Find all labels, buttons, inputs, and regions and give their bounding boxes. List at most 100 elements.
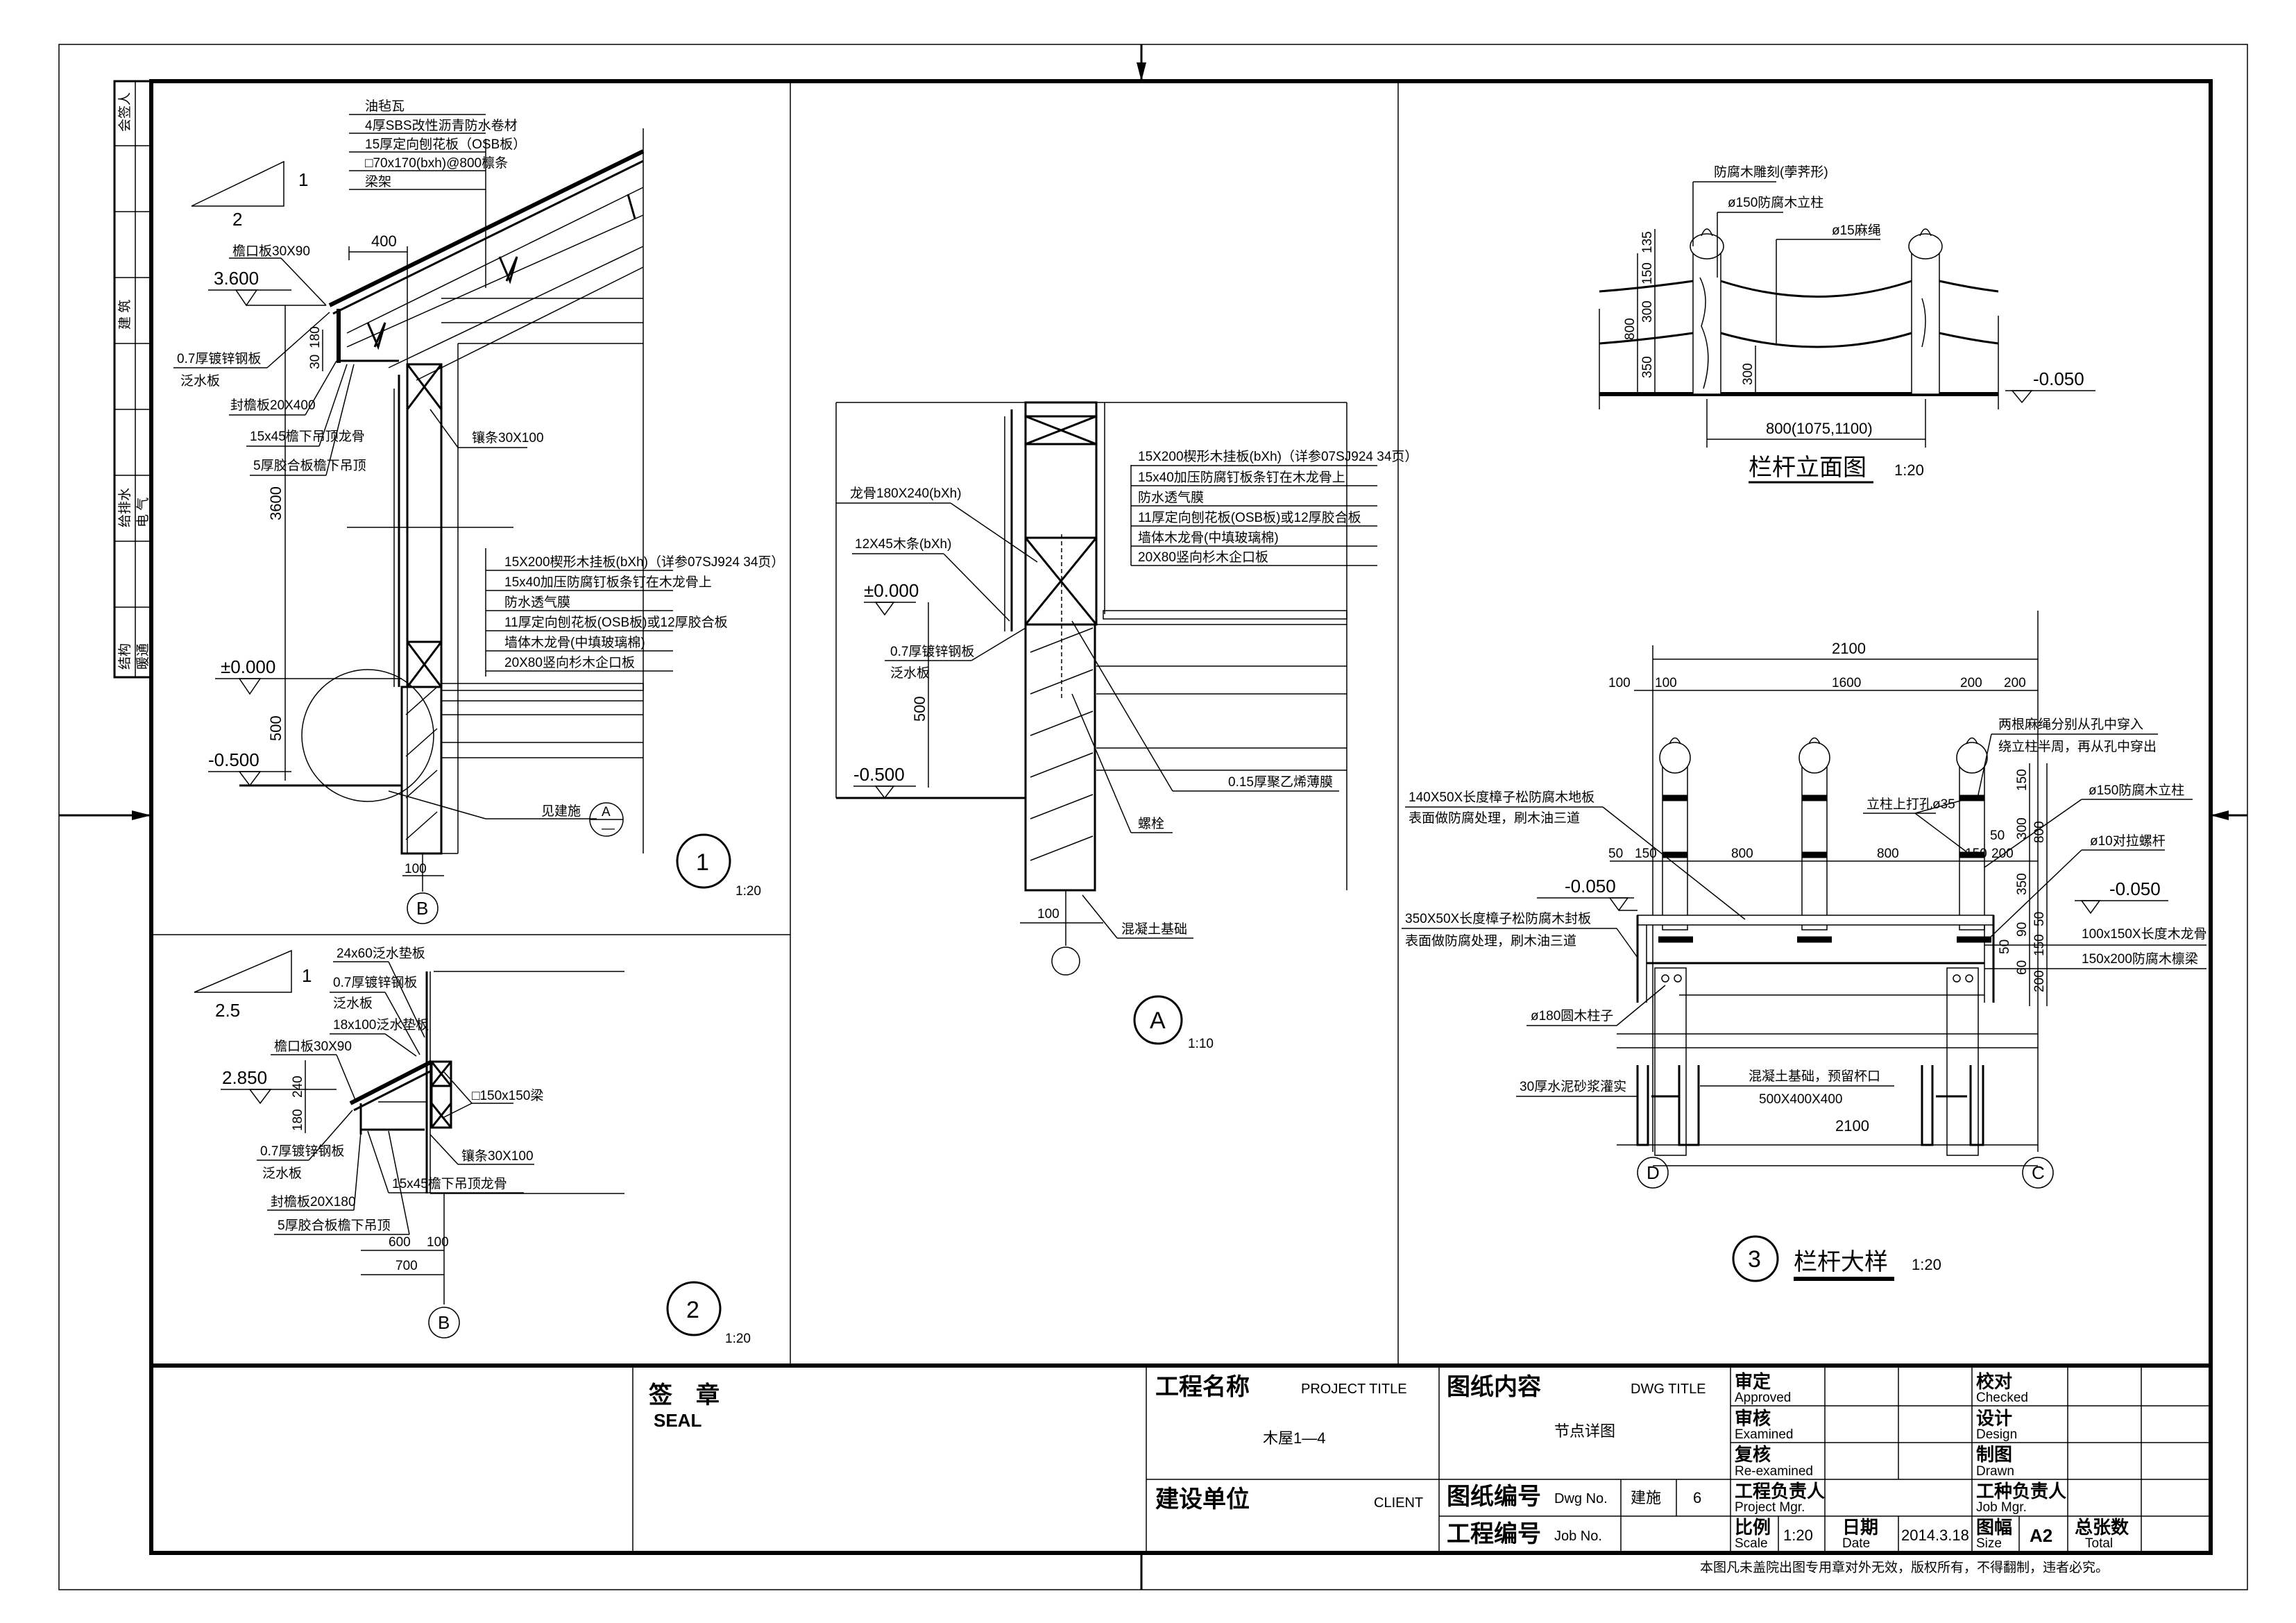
view-scale: 1:20: [1894, 461, 1924, 479]
job-number-label-en: Job No.: [1554, 1529, 1602, 1544]
axis-bubble-b: [407, 892, 439, 924]
detail-scale: 1:10: [1188, 1037, 1214, 1051]
roof-layer: 15厚定向刨花板（OSB板）: [365, 137, 526, 152]
detail-number: 2: [686, 1297, 699, 1323]
size-value: A2: [2030, 1525, 2052, 1546]
rope-note: 两根麻绳分别从孔中穿入: [1998, 717, 2143, 732]
detail-number-circle: [676, 833, 731, 889]
roof-layer: 油毡瓦: [365, 99, 405, 114]
drawing-number-value: 6: [1693, 1489, 1701, 1506]
detail-3-railing-detail: 2100 100 100 1600 200 200 2100 50: [1402, 611, 2207, 1282]
slope-triangle: [191, 160, 284, 207]
elevation-zero: ±0.000: [221, 656, 275, 677]
dim-total: 2100: [1835, 1117, 1869, 1135]
dim-total: 2100: [1832, 640, 1866, 657]
flashing-label: 0.7厚镀锌钢板: [890, 644, 974, 659]
detail-number-circle: [1732, 1235, 1779, 1282]
dim-mid: 800: [1877, 847, 1899, 861]
dim-right: 50: [1998, 940, 2012, 954]
dim-180: 180: [308, 326, 323, 348]
date-label: 日期: [1842, 1517, 1878, 1538]
dim-top: 100: [1655, 676, 1677, 690]
detail-2-canopy-section: 1 2.5 24x60泛水垫板 0.7厚镀锌钢板 泛水板 18x100泛水垫板 …: [194, 946, 751, 1346]
size-label: 图幅: [1976, 1517, 2012, 1538]
wall-layer-callout: 15X200楔形木挂板(bXh)（详参07SJ924 34页） 15x40加压防…: [1130, 449, 1418, 566]
joist-label: 100x150X长度木龙骨: [2082, 926, 2207, 942]
soffit-joist-label: 15x45檐下吊顶龙骨: [250, 429, 365, 444]
axis-label: B: [416, 898, 428, 919]
fascia-note: 表面做防腐处理，刷木油三道: [1405, 933, 1576, 949]
drawing-number-prefix: 建施: [1631, 1489, 1661, 1506]
dim-mid: 50: [1608, 847, 1623, 861]
deck-board: [1637, 915, 1994, 926]
approved-label: 审定: [1735, 1371, 1771, 1392]
railing-post: [1798, 737, 1830, 931]
dim-top: 200: [1960, 676, 1982, 690]
railing-post: [1690, 228, 1724, 395]
pad-label: 24x60泛水垫板: [337, 946, 425, 961]
dim-vertical: 350: [1640, 356, 1655, 378]
detail-scale: 1:20: [725, 1332, 751, 1346]
dim-300: 300: [1741, 363, 1755, 385]
detail-number: 3: [1748, 1246, 1761, 1273]
job-manager-label: 工种负责人: [1976, 1481, 2066, 1502]
foundation-label: 混凝土基础: [1121, 921, 1187, 937]
dim-500: 500: [911, 696, 928, 722]
examined-label: 审核: [1735, 1408, 1771, 1429]
dim-right: 50: [2032, 912, 2047, 926]
strip-label: 建 筑: [117, 300, 133, 330]
slope-rise: 1: [298, 169, 308, 190]
dim-600: 600: [389, 1235, 411, 1250]
dim-right: 150: [2015, 769, 2030, 791]
dim-mid: 800: [1731, 847, 1753, 861]
checked-label-en: Checked: [1976, 1391, 2028, 1405]
dim-100: 100: [1037, 907, 1060, 921]
rope-note: 绕立柱半周，再从孔中穿出: [1998, 739, 2157, 754]
dim-top: 1600: [1832, 676, 1861, 690]
detail-number: A: [1150, 1008, 1166, 1034]
dim-mid: 200: [1991, 847, 2014, 861]
drawn-label: 制图: [1976, 1444, 2012, 1465]
drawing-title-value: 节点详图: [1554, 1422, 1615, 1440]
wall-layer: 11厚定向刨花板(OSB板)或12厚胶合板: [1138, 510, 1361, 525]
pad-label: 18x100泛水垫板: [333, 1017, 429, 1033]
eave-board-label: 檐口板30X90: [274, 1039, 352, 1054]
bolt-label: 螺栓: [1138, 816, 1164, 831]
detail-1-eave-section: 1 2 油毡瓦 4厚SBS改性沥青防水卷材 15厚定向刨花板（OSB板） □70…: [173, 99, 784, 924]
strip-label: 会签人: [117, 92, 133, 132]
railing-post: [1908, 228, 1943, 395]
flashing-label: 0.7厚镀锌钢板: [260, 1144, 344, 1159]
wall-layer: 防水透气膜: [1138, 490, 1204, 505]
reexamined-label-en: Re-examined: [1735, 1464, 1813, 1479]
roof-layer-callout: 油毡瓦 4厚SBS改性沥青防水卷材 15厚定向刨花板（OSB板） □70x170…: [349, 99, 526, 288]
checked-label: 校对: [1976, 1371, 2012, 1392]
reference-sheet: —: [602, 822, 615, 836]
date-value: 2014.3.18: [1901, 1527, 1969, 1544]
strip-label: 给排水: [117, 488, 133, 527]
dim-400: 400: [371, 232, 397, 250]
wall-layer: 15X200楔形木挂板(bXh)（详参07SJ924 34页）: [1138, 449, 1418, 464]
beam-label: 150x200防腐木檩梁: [2082, 951, 2198, 967]
reference-letter: A: [602, 805, 611, 819]
copyright-notice: 本图凡未盖院出图专用章对外无效，版权所有，不得翻制，违者必究。: [1700, 1560, 2109, 1575]
project-title-label: 工程名称: [1155, 1374, 1250, 1400]
total-label-en: Total: [2085, 1536, 2113, 1551]
dim-top: 200: [2004, 676, 2026, 690]
dim-500: 500: [267, 715, 284, 741]
fascia-label: 封檐板20X400: [230, 398, 316, 413]
project-manager-label-en: Project Mgr.: [1735, 1500, 1805, 1515]
concrete-foundation: [1024, 623, 1096, 892]
elevation-left: -0.050: [1565, 876, 1616, 897]
flashing-label: 泛水板: [180, 373, 220, 389]
dim-800: 800: [1623, 318, 1638, 340]
soffit-board-label: 5厚胶合板檐下吊顶: [253, 458, 366, 473]
view-title: 栏杆立面图: [1749, 454, 1866, 481]
railing-elevation: 防腐木雕刻(荸荠形) ø150防腐木立柱 ø15麻绳 135 150 300 3…: [1599, 164, 2095, 484]
dim-vertical: 300: [1640, 300, 1655, 323]
elevation-zero: ±0.000: [864, 580, 919, 601]
roof-layer: □70x170(bxh)@800檩条: [365, 155, 508, 171]
wall-layer: 20X80竖向杉木企口板: [1138, 550, 1268, 565]
examined-label-en: Examined: [1735, 1427, 1794, 1442]
dim-top: 100: [1608, 676, 1631, 690]
